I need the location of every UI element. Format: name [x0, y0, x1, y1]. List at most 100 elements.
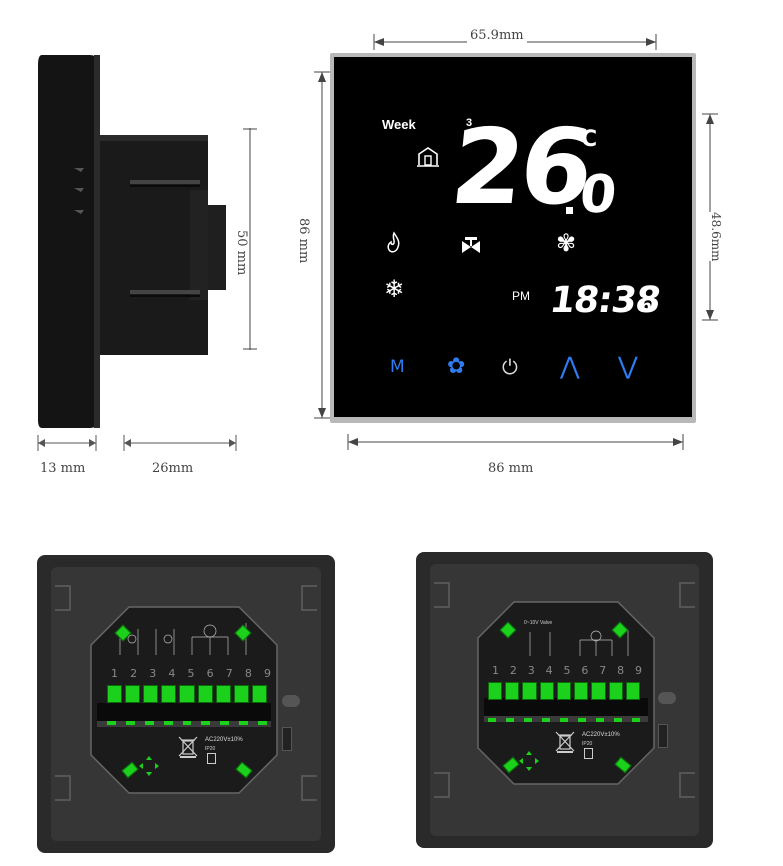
terminal-number: 9	[264, 667, 271, 680]
terminal-block-left	[107, 685, 267, 703]
terminal-numbers-left: 1 2 3 4 5 6 7 8 9	[111, 667, 271, 680]
terminal	[625, 682, 640, 700]
terminal-number: 9	[635, 664, 642, 677]
back-panel-right: 0~10V Valve 1 2 3 4 5 6 7 8 9	[416, 552, 713, 848]
terminal-number: 1	[492, 664, 499, 677]
device-symbol-icon	[584, 748, 593, 759]
clip-notch	[434, 772, 450, 798]
terminal-block-right	[488, 682, 640, 700]
heating-icon	[387, 231, 400, 253]
clip-notch	[679, 582, 695, 608]
side-profile-illustration	[38, 55, 226, 428]
terminal-number: 4	[545, 664, 553, 677]
screw-target-icon	[519, 751, 539, 771]
dimension-line-48-6mm	[702, 113, 718, 321]
screw-slot	[282, 695, 300, 707]
power-button[interactable]: ⏻	[502, 355, 518, 379]
dim-13mm-label: 13 mm	[40, 461, 86, 476]
terminal-number: 6	[581, 664, 589, 677]
terminal	[574, 682, 589, 700]
period-label: PM	[512, 289, 530, 303]
terminal	[251, 685, 267, 703]
temperature-unit: °C	[570, 127, 598, 152]
temp-up-button[interactable]: ⋀	[560, 352, 580, 380]
valve-icon	[462, 237, 480, 253]
clip-notch	[55, 775, 71, 801]
terminal-number: 1	[111, 667, 118, 680]
terminal-number: 3	[149, 667, 157, 680]
wiring-diagram-left	[119, 623, 247, 655]
decimal-point	[566, 207, 573, 214]
terminal-number: 7	[599, 664, 607, 677]
clip-notch	[434, 582, 450, 608]
week-day: 3	[466, 117, 473, 129]
screw-target-icon	[139, 756, 159, 776]
ip-rating: IP20	[582, 741, 593, 747]
clock-suffix: h	[640, 297, 653, 317]
terminal	[107, 685, 123, 703]
week-label: Week	[382, 117, 416, 132]
terminal	[505, 682, 520, 700]
terminal	[539, 682, 554, 700]
terminal	[215, 685, 231, 703]
screw-slot	[658, 692, 676, 704]
dim-86mm-horizontal-label: 86 mm	[488, 461, 534, 476]
fan-speed-button[interactable]: ✿	[447, 354, 466, 379]
dim-65-9mm-label: 65.9mm	[467, 28, 527, 43]
temperature-decimal: 0	[576, 165, 620, 225]
terminal	[488, 682, 503, 700]
clip-notch	[679, 772, 695, 798]
clip-notch	[301, 775, 317, 801]
terminal-number: 6	[206, 667, 214, 680]
thermostat-frame: Week 3 26 0 °C	[330, 53, 696, 423]
terminal-number: 5	[563, 664, 571, 677]
terminal-number: 2	[130, 667, 138, 680]
terminal-tabs-right	[488, 718, 640, 722]
terminal	[143, 685, 159, 703]
voltage-rating: AC220V±10%	[582, 732, 620, 738]
side-tab	[658, 724, 668, 748]
side-tab	[282, 727, 292, 751]
weee-bin-icon	[178, 736, 198, 758]
dim-50mm-label: 50 mm	[234, 230, 249, 276]
terminal-number: 2	[509, 664, 517, 677]
terminal	[233, 685, 249, 703]
terminal-number: 4	[168, 667, 176, 680]
wiring-diagram-right	[529, 630, 629, 656]
weee-bin-icon	[555, 731, 575, 753]
home-mode-icon	[417, 147, 439, 167]
dimension-lines-depth	[37, 435, 237, 451]
terminal-number: 3	[527, 664, 535, 677]
terminal	[197, 685, 213, 703]
back-panel-left: 1 2 3 4 5 6 7 8 9 AC220V±10% IP20	[37, 555, 335, 853]
terminal-number: 8	[244, 667, 252, 680]
ip-rating: IP20	[205, 746, 216, 752]
terminal	[522, 682, 537, 700]
valve-label: 0~10V Valve	[524, 620, 553, 626]
dimension-line-50mm	[243, 128, 257, 350]
clip-notch	[55, 585, 71, 611]
temp-down-button[interactable]: ⋁	[618, 352, 638, 380]
mode-button[interactable]: M	[390, 357, 405, 377]
dim-26mm-label: 26mm	[152, 461, 194, 476]
thermostat-screen: Week 3 26 0 °C	[334, 57, 692, 417]
dimension-line-86mm-vertical	[314, 71, 330, 419]
terminal	[161, 685, 177, 703]
terminal-number: 5	[187, 667, 195, 680]
terminal	[591, 682, 606, 700]
fan-status-icon: ✾	[556, 229, 577, 257]
terminal	[556, 682, 572, 700]
terminal	[125, 685, 141, 703]
cooling-icon: ❄	[384, 275, 405, 303]
device-symbol-icon	[207, 753, 216, 764]
terminal	[608, 682, 623, 700]
clip-notch	[301, 585, 317, 611]
terminal-tabs-left	[107, 721, 268, 725]
terminal	[179, 685, 195, 703]
dimension-line-86mm-horizontal	[347, 434, 684, 450]
voltage-rating: AC220V±10%	[205, 737, 243, 743]
terminal-number: 8	[617, 664, 625, 677]
terminal-number: 7	[225, 667, 233, 680]
dim-86mm-vertical-label: 86 mm	[296, 218, 311, 264]
terminal-numbers-right: 1 2 3 4 5 6 7 8 9	[492, 664, 642, 677]
